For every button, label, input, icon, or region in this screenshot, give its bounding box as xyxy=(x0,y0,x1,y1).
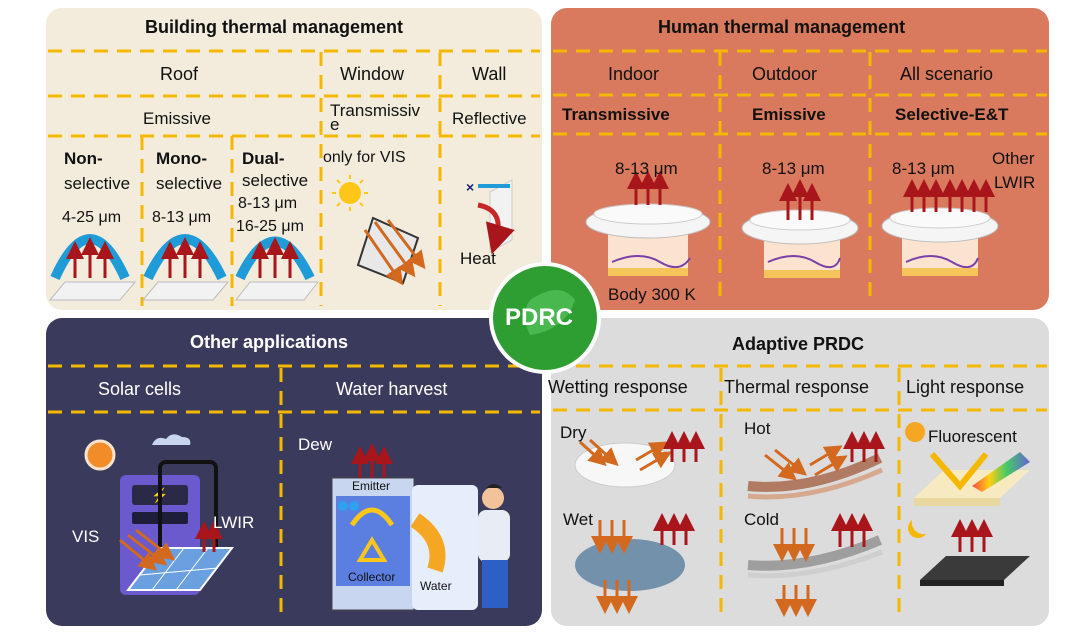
window-label: Window xyxy=(340,64,405,84)
lwir-solar-label: LWIR xyxy=(213,513,255,532)
wave-outdoor: 8-13 μm xyxy=(762,159,825,178)
svg-text:×: × xyxy=(466,179,474,195)
lwir-label: LWIR xyxy=(994,173,1036,192)
dew-label: Dew xyxy=(298,435,333,454)
transmissive-human: Transmissive xyxy=(562,105,670,124)
wall-illustration: × xyxy=(466,179,515,255)
allscenario-label: All scenario xyxy=(900,64,994,84)
wave-all: 8-13 μm xyxy=(892,159,955,178)
human-outdoor-textile xyxy=(741,179,859,278)
wetting-response-illustration xyxy=(574,431,705,614)
collector-label: Collector xyxy=(348,570,396,584)
solar-cell-illustration: ⚡ xyxy=(84,434,235,595)
wave-indoor: 8-13 μm xyxy=(615,159,678,178)
wall-label: Wall xyxy=(472,64,507,84)
emitter-label: Emitter xyxy=(352,479,391,493)
nonselective-title: Non- xyxy=(64,149,103,168)
monoselective-sub: selective xyxy=(156,174,223,193)
dry-label: Dry xyxy=(560,423,587,442)
emissive-label: Emissive xyxy=(143,109,212,128)
water-harvest-label: Water harvest xyxy=(336,379,448,399)
range-dual-b: 16-25 μm xyxy=(236,218,304,235)
wetting-label: Wetting response xyxy=(548,377,688,397)
dualselective-sub: selective xyxy=(242,171,309,190)
light-response-illustration xyxy=(905,422,1030,586)
nonselective-sub: selective xyxy=(64,174,131,193)
range-monoselective: 8-13 μm xyxy=(152,209,212,226)
pdrc-label: PDRC xyxy=(505,304,574,331)
window-illustration xyxy=(332,175,426,286)
range-dual-a: 8-13 μm xyxy=(238,195,298,212)
range-nonselective: 4-25 μm xyxy=(62,209,122,226)
heat-label: Heat xyxy=(460,249,496,268)
emissive-human: Emissive xyxy=(752,105,826,124)
roof-label: Roof xyxy=(160,64,199,84)
human-allscenario-textile xyxy=(881,179,999,276)
roof-nonselective-illustration xyxy=(48,234,137,301)
dualselective-title: Dual- xyxy=(242,149,285,168)
roof-monoselective-illustration xyxy=(141,234,230,301)
building-title: Building thermal management xyxy=(145,17,404,37)
human-indoor-textile xyxy=(585,171,711,276)
light-label: Light response xyxy=(906,377,1025,397)
hot-label: Hot xyxy=(744,419,771,438)
indoor-label: Indoor xyxy=(608,64,660,84)
reflective-label: Reflective xyxy=(452,109,527,128)
fluorescent-label: Fluorescent xyxy=(928,427,1017,446)
cold-label: Cold xyxy=(744,510,779,529)
pdrc-badge xyxy=(489,262,601,374)
wet-label: Wet xyxy=(563,510,593,529)
water-label: Water xyxy=(420,579,452,593)
thermal-label: Thermal response xyxy=(724,377,870,397)
water-harvest-illustration xyxy=(331,443,510,611)
thermal-response-illustration xyxy=(747,431,885,617)
selective-human: Selective-E&T xyxy=(895,105,1009,124)
monoselective-title: Mono- xyxy=(156,149,207,168)
roof-dualselective-illustration xyxy=(234,236,320,301)
vis-label: VIS xyxy=(72,527,100,546)
body-temp-label: Body 300 K xyxy=(608,285,696,304)
adaptive-title: Adaptive PRDC xyxy=(732,334,865,354)
other-label: Other xyxy=(992,149,1035,168)
other-title: Other applications xyxy=(190,332,349,352)
solar-cells-label: Solar cells xyxy=(98,379,182,399)
only-vis-label: only for VIS xyxy=(323,149,406,166)
human-title: Human thermal management xyxy=(658,17,906,37)
outdoor-label: Outdoor xyxy=(752,64,818,84)
